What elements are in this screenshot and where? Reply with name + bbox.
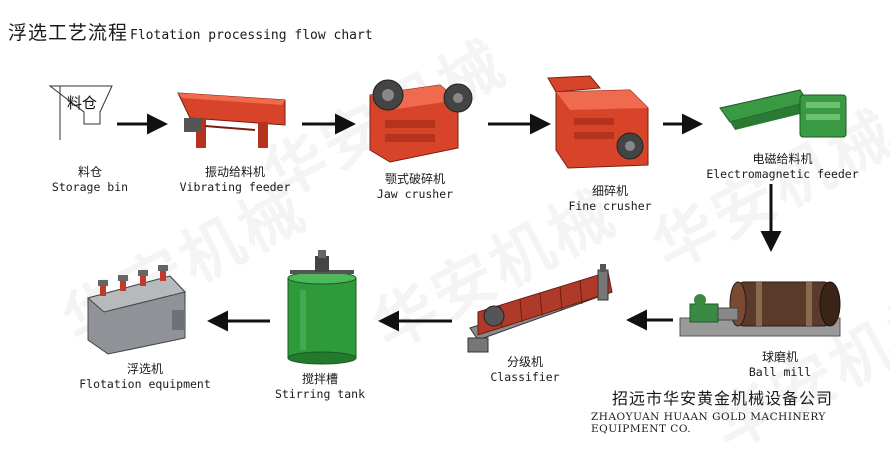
company-name-en: ZHAOYUAN HUAAN GOLD MACHINERY EQUIPMENT …: [591, 411, 826, 435]
flotation-machine-icon: [86, 265, 186, 355]
label-vibrating-feeder: 振动给料机 Vibrating feeder: [179, 165, 291, 194]
label-stirring-tank: 搅拌槽 Stirring tank: [274, 372, 365, 401]
bin-label: 料仓: [67, 94, 97, 112]
label-classifier: 分级机 Classifier: [490, 355, 560, 384]
fine-crusher-icon: [547, 75, 649, 169]
classifier-icon: [467, 264, 613, 353]
ball-mill-icon: [679, 281, 841, 337]
vibrating-feeder-icon: [177, 92, 286, 148]
storage-bin-icon: [48, 85, 113, 140]
flow-diagram: 料仓: [48, 75, 847, 365]
label-storage-bin: 料仓 Storage bin: [51, 165, 129, 194]
label-ball-mill: 球磨机 Ball mill: [748, 350, 812, 379]
label-jaw-crusher: 颚式破碎机 Jaw crusher: [376, 172, 454, 201]
label-flotation-equipment: 浮选机 Flotation equipment: [79, 362, 211, 391]
company-name-cn: 招远市华安黄金机械设备公司: [612, 389, 834, 408]
electromagnetic-feeder-icon: [719, 89, 847, 138]
label-electromagnetic-feeder: 电磁给料机 Electromagnetic feeder: [706, 152, 859, 181]
title-en: Flotation processing flow chart: [130, 28, 373, 43]
title-cn: 浮选工艺流程: [8, 22, 129, 44]
label-fine-crusher: 细碎机 Fine crusher: [568, 184, 652, 213]
jaw-crusher-icon: [369, 79, 473, 163]
flow-arrows: [117, 113, 782, 332]
stirring-tank-icon: [287, 250, 357, 365]
